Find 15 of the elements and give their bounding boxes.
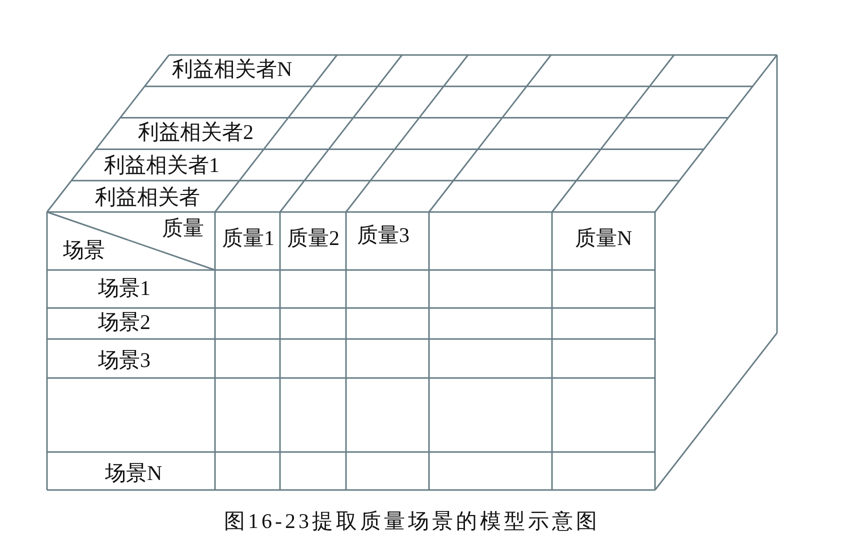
row-header: 场景N — [105, 461, 162, 485]
layer-label: 利益相关者 — [95, 185, 200, 209]
corner-header: 质量 — [162, 216, 204, 240]
column-header: 质量3 — [357, 223, 410, 247]
row-header: 场景2 — [98, 310, 150, 334]
row-header: 场景3 — [98, 348, 150, 372]
row-header: 场景1 — [98, 276, 150, 300]
corner-header: 场景 — [63, 238, 105, 262]
figure-caption: 图16-23提取质量场景的模型示意图 — [224, 508, 600, 534]
layer-label: 利益相关者2 — [138, 120, 254, 144]
column-header: 质量2 — [287, 226, 340, 250]
layer-label: 利益相关者1 — [104, 153, 220, 177]
column-header: 质量N — [575, 226, 632, 250]
layer-label: 利益相关者N — [172, 57, 292, 81]
column-header: 质量1 — [222, 226, 274, 250]
